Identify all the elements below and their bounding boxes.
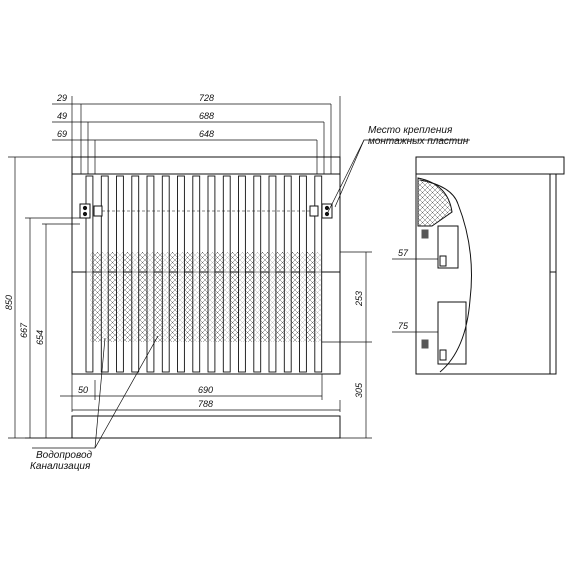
right-dimensions [322, 251, 372, 439]
dim-648: 648 [199, 129, 214, 139]
mounting-note-leader [327, 139, 470, 213]
pipes-note-leader [32, 335, 159, 449]
slat [131, 175, 140, 373]
slat-group [85, 175, 323, 373]
lower-drawer [437, 301, 467, 365]
dim-788: 788 [198, 399, 213, 409]
dim-305: 305 [354, 382, 364, 398]
basin-curve [419, 179, 472, 373]
slat [177, 175, 185, 373]
slat [192, 175, 201, 373]
slat [161, 175, 170, 373]
slat [299, 175, 307, 373]
slat [100, 175, 109, 373]
side-top [415, 156, 565, 175]
slat [146, 175, 155, 373]
slat [238, 175, 246, 373]
dim-850: 850 [4, 295, 14, 310]
dim-688: 688 [199, 111, 214, 121]
dim-728: 728 [199, 93, 214, 103]
mounting-note-line1: Место крепления [368, 125, 453, 136]
slat [253, 175, 262, 373]
dim-50: 50 [78, 385, 88, 395]
slat [85, 175, 94, 373]
pipe-zone-hatch [90, 252, 322, 342]
left-dimensions [8, 156, 80, 439]
top-dimensions [52, 96, 341, 174]
dim-75: 75 [398, 321, 409, 331]
upper-drawer [437, 225, 459, 269]
mounting-plate-right [309, 203, 333, 219]
dim-654: 654 [35, 330, 45, 345]
slat [222, 175, 231, 373]
sewer-label: Канализация [30, 461, 91, 472]
slat [207, 175, 216, 373]
dim-690: 690 [198, 385, 213, 395]
front-view [71, 156, 341, 439]
dim-253: 253 [354, 291, 364, 307]
mounting-note-line2: монтажных пластин [368, 136, 469, 147]
dim-29: 29 [56, 93, 67, 103]
side-body [415, 173, 557, 375]
plinth [71, 415, 341, 439]
side-view [392, 156, 565, 375]
dim-57: 57 [398, 248, 409, 258]
wall-section [417, 177, 453, 227]
dim-667: 667 [19, 322, 29, 338]
dim-69: 69 [57, 129, 67, 139]
cabinet-body [71, 173, 341, 375]
slat [283, 175, 292, 373]
mounting-plate-left [79, 203, 103, 219]
slat [314, 175, 323, 373]
slat [268, 175, 277, 373]
slat [116, 175, 124, 373]
water-label: Водопровод [36, 450, 93, 461]
dim-49: 49 [57, 111, 67, 121]
basin-top [71, 156, 341, 175]
